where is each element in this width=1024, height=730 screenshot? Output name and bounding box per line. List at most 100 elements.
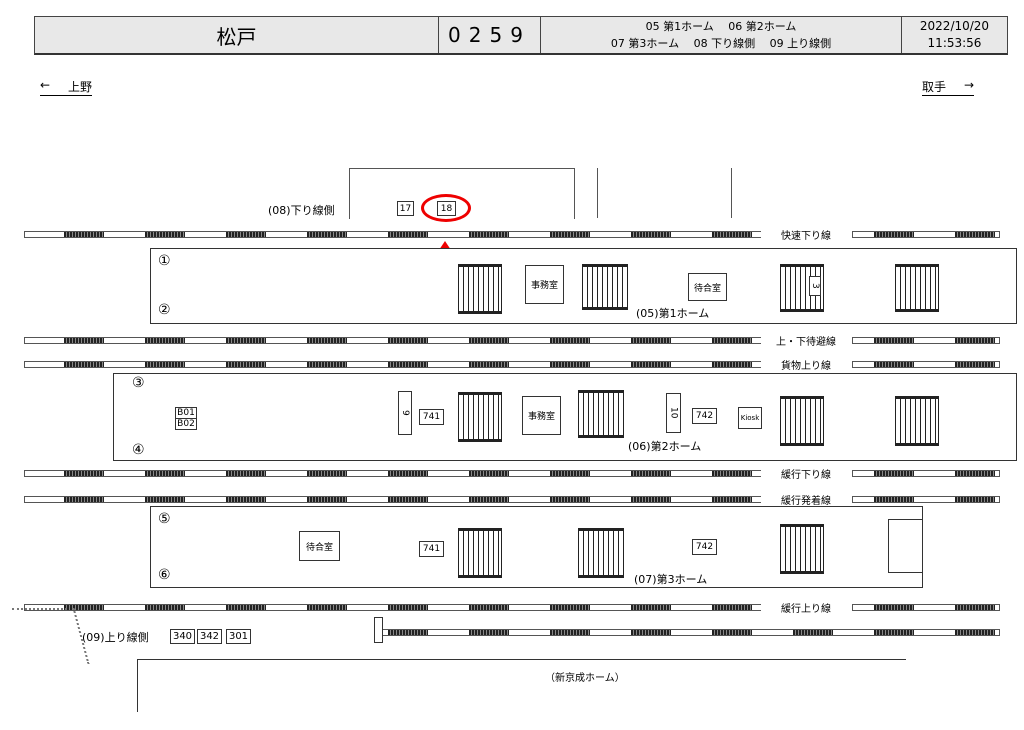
sleeper-pattern — [874, 471, 914, 476]
highlight-circle — [421, 194, 471, 222]
sleeper-pattern — [226, 471, 266, 476]
sleeper-pattern — [145, 497, 185, 502]
board-9[interactable]: 9 — [398, 391, 412, 435]
rail-track — [24, 337, 762, 344]
sleeper-pattern — [64, 605, 104, 610]
rail-track — [24, 361, 762, 368]
board-3[interactable]: 3 — [809, 276, 821, 296]
sleeper-pattern — [550, 232, 590, 237]
board-17[interactable]: 17 — [397, 201, 414, 216]
sleeper-pattern — [469, 471, 509, 476]
office-room: 事務室 — [525, 265, 564, 304]
sleeper-pattern — [226, 362, 266, 367]
sleeper-pattern — [388, 471, 428, 476]
track-label: 緩行上り線 — [761, 600, 851, 615]
time: 11:53:56 — [927, 36, 982, 50]
sleeper-pattern — [64, 362, 104, 367]
rail-track — [24, 470, 762, 477]
board-742[interactable]: 742 — [692, 539, 717, 555]
rail-track — [852, 496, 1000, 503]
sleeper-pattern — [712, 338, 752, 343]
board-741[interactable]: 741 — [419, 541, 444, 557]
stairs — [458, 528, 502, 578]
platform-2-label: (06)第2ホーム — [628, 440, 702, 453]
rail-track — [24, 604, 762, 611]
down-side-label: (08)下り線側 — [268, 204, 335, 217]
sleeper-pattern — [388, 362, 428, 367]
sleeper-pattern — [874, 232, 914, 237]
legend-line: 05 第1ホーム 06 第2ホーム — [645, 20, 797, 33]
sleeper-pattern — [955, 497, 995, 502]
sleeper-pattern — [550, 605, 590, 610]
board-742[interactable]: 742 — [692, 408, 717, 424]
rail-track — [382, 629, 1000, 636]
sleeper-pattern — [874, 497, 914, 502]
board-741[interactable]: 741 — [419, 409, 444, 425]
legend-line: 07 第3ホーム 08 下り線側 09 上り線側 — [610, 37, 832, 50]
platform-2[interactable] — [113, 373, 1017, 461]
track-label: 快速下り線 — [761, 227, 851, 242]
track-number-1: ① — [158, 253, 171, 269]
escalator-stairs — [578, 390, 624, 438]
sleeper-pattern — [64, 232, 104, 237]
escalator-stairs — [582, 264, 628, 310]
stairs — [458, 392, 502, 442]
kiosk: Kiosk — [738, 407, 762, 429]
sleeper-pattern — [874, 630, 914, 635]
track-label: 緩行発着線 — [761, 492, 851, 507]
board-342[interactable]: 342 — [197, 629, 222, 644]
board-b02[interactable]: B02 — [175, 418, 197, 430]
sleeper-pattern — [307, 471, 347, 476]
sleeper-pattern — [469, 497, 509, 502]
sleeper-pattern — [712, 362, 752, 367]
track-number-4: ④ — [132, 442, 145, 458]
station-code: 0259 — [439, 17, 541, 53]
board-340[interactable]: 340 — [170, 629, 195, 644]
sleeper-pattern — [793, 630, 833, 635]
sleeper-pattern — [226, 232, 266, 237]
sleeper-pattern — [631, 232, 671, 237]
sleeper-pattern — [64, 338, 104, 343]
date: 2022/10/20 — [919, 19, 990, 33]
sleeper-pattern — [712, 471, 752, 476]
direction-right: 取手→ — [922, 78, 974, 96]
track-number-3: ③ — [132, 375, 145, 391]
sleeper-pattern — [955, 362, 995, 367]
direction-right-label: 取手 — [922, 80, 947, 94]
sleeper-pattern — [550, 471, 590, 476]
divider — [731, 168, 732, 218]
sleeper-pattern — [64, 471, 104, 476]
sleeper-pattern — [469, 362, 509, 367]
rail-track — [852, 337, 1000, 344]
sleeper-pattern — [550, 630, 590, 635]
branch-track — [12, 608, 67, 660]
sleeper-pattern — [388, 605, 428, 610]
station-name: 松戸 — [35, 17, 439, 53]
sleeper-pattern — [307, 605, 347, 610]
direction-left: ←上野 — [40, 78, 92, 96]
board-301[interactable]: 301 — [226, 629, 251, 644]
track-label: 緩行下り線 — [761, 466, 851, 481]
rail-track — [852, 470, 1000, 477]
rail-track — [852, 604, 1000, 611]
sleeper-pattern — [631, 471, 671, 476]
rail-track — [24, 496, 762, 503]
sleeper-pattern — [388, 232, 428, 237]
sleeper-pattern — [307, 338, 347, 343]
sleeper-pattern — [307, 362, 347, 367]
escalator-stairs — [578, 528, 624, 578]
sleeper-pattern — [226, 338, 266, 343]
shinkeisei-label: （新京成ホーム） — [545, 673, 625, 684]
office-room: 事務室 — [522, 396, 561, 435]
board-10[interactable]: 10 — [666, 393, 681, 433]
platform-3-label: (07)第3ホーム — [634, 573, 708, 586]
platform-1-label: (05)第1ホーム — [636, 307, 710, 320]
track-number-2: ② — [158, 302, 171, 318]
sleeper-pattern — [631, 630, 671, 635]
sleeper-pattern — [874, 605, 914, 610]
sleeper-pattern — [469, 232, 509, 237]
sleeper-pattern — [550, 497, 590, 502]
sleeper-pattern — [550, 338, 590, 343]
rail-track — [24, 231, 762, 238]
track-label: 貨物上り線 — [761, 357, 851, 372]
